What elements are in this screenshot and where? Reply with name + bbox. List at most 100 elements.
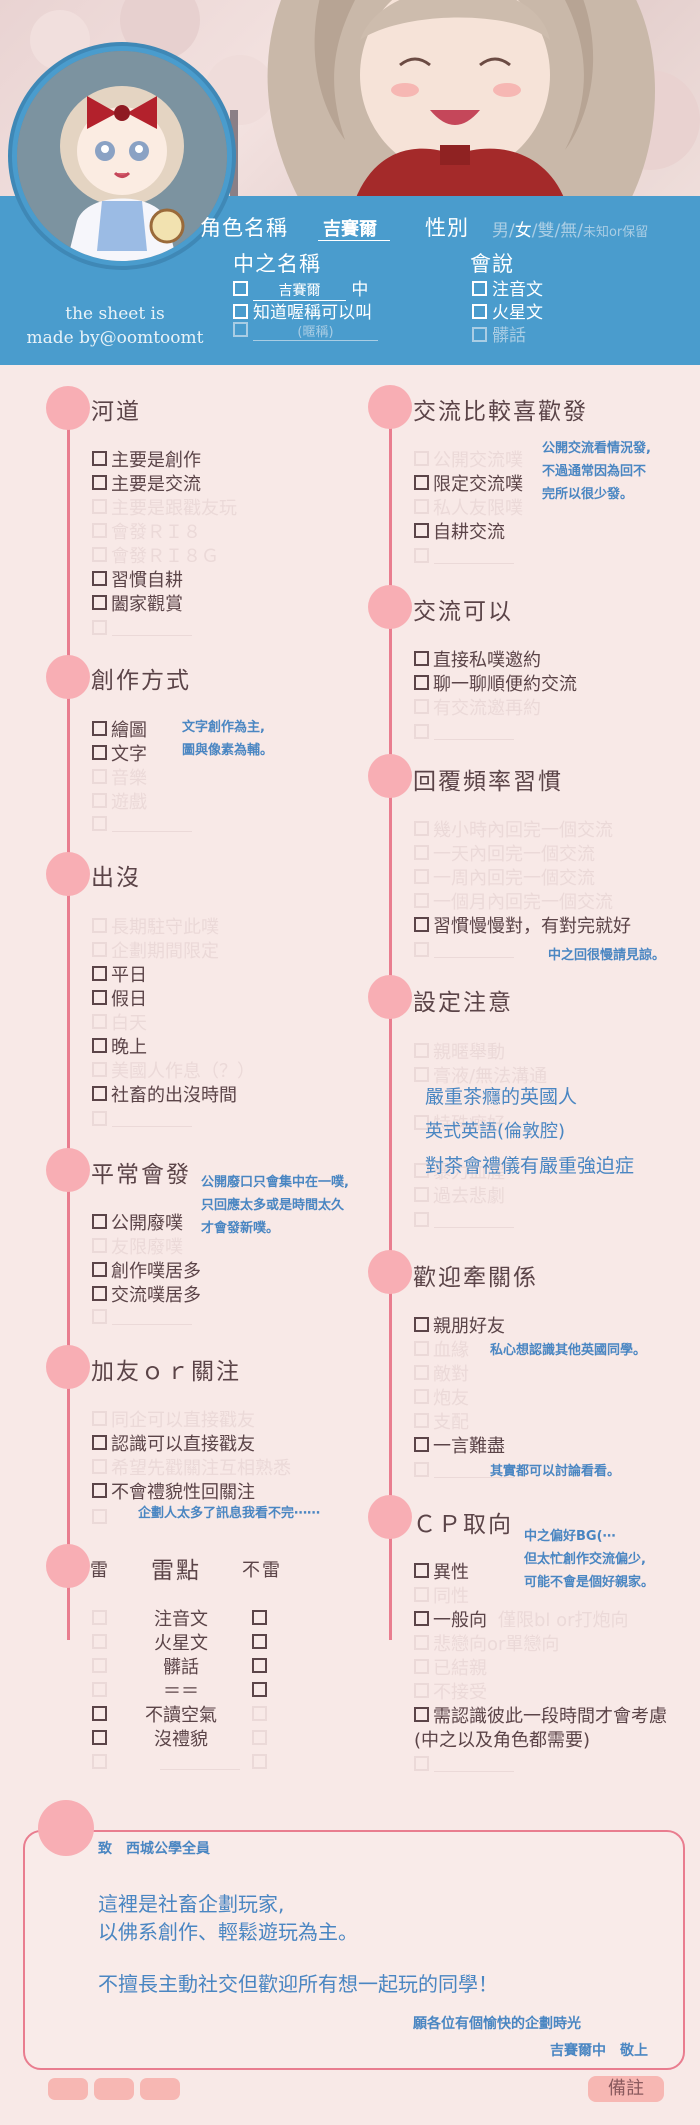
option-item[interactable]: 長期駐守此噗 — [92, 913, 219, 939]
option-item[interactable]: 幾小時內回完一個交流 — [414, 816, 613, 842]
option-item[interactable]: 晚上 — [92, 1033, 147, 1059]
mine-checkbox[interactable] — [92, 1682, 107, 1697]
footer-pill[interactable] — [48, 2078, 88, 2100]
not-mine-checkbox[interactable] — [252, 1634, 267, 1649]
option-item[interactable]: 限定交流噗 — [414, 470, 523, 496]
option-item[interactable]: 音樂 — [92, 764, 147, 790]
option-item[interactable]: 自耕交流 — [414, 518, 505, 544]
not-mine-checkbox[interactable] — [252, 1730, 267, 1745]
footer-pill[interactable] — [140, 2078, 180, 2100]
option-item[interactable]: 一言難盡 — [414, 1432, 505, 1458]
option-item[interactable]: 一個月內回完一個交流 — [414, 888, 613, 914]
option-item[interactable]: 會發ＲＩ８Ｇ — [92, 542, 219, 568]
nick-row-2[interactable]: 知道喔稱可以叫 — [233, 298, 372, 323]
nick-row-3[interactable]: (暱稱) — [233, 321, 378, 341]
option-item[interactable]: 主要是創作 — [92, 446, 201, 472]
option-item[interactable]: 支配 — [414, 1408, 469, 1434]
option-item[interactable]: 不接受 — [414, 1678, 487, 1704]
gender-both[interactable]: 雙 — [537, 221, 555, 241]
gender-female[interactable]: 女 — [514, 221, 532, 241]
gender-male[interactable]: 男 — [492, 221, 509, 241]
option-item[interactable]: 有交流邀再約 — [414, 694, 541, 720]
gender-unknown[interactable]: 未知or保留 — [582, 225, 649, 240]
option-item[interactable]: 公開交流噗 — [414, 446, 523, 472]
lang-row-2[interactable]: 火星文 — [472, 298, 543, 323]
option-item[interactable]: 暴力血腥 — [414, 1158, 505, 1184]
option-item[interactable]: 會發ＲＩ８ — [92, 518, 201, 544]
option-item[interactable]: 特殊癖好 — [414, 1110, 505, 1136]
option-item[interactable]: 同性 — [414, 1582, 469, 1608]
option-item[interactable]: 敵對 — [414, 1360, 469, 1386]
option-item[interactable]: 認識可以直接戳友 — [92, 1430, 255, 1456]
mine-checkbox[interactable] — [92, 1658, 107, 1673]
blank-checkbox[interactable] — [92, 816, 107, 831]
not-mine-checkbox[interactable] — [252, 1682, 267, 1697]
blank-checkbox[interactable] — [92, 620, 107, 635]
blank-checkbox[interactable] — [92, 1111, 107, 1126]
option-item[interactable]: 異性 — [414, 1558, 469, 1584]
option-item[interactable]: 炮友 — [414, 1384, 469, 1410]
option-item[interactable]: 過去悲劇 — [414, 1182, 505, 1208]
option-item[interactable]: 交流噗居多 — [92, 1281, 201, 1307]
lang-checkbox-1[interactable] — [472, 281, 487, 296]
footer-pill[interactable] — [94, 2078, 134, 2100]
not-mine-checkbox[interactable] — [252, 1754, 267, 1769]
mine-checkbox[interactable] — [92, 1730, 107, 1745]
option-item[interactable]: 聊一聊順便約交流 — [414, 670, 577, 696]
blank-checkbox[interactable] — [92, 1509, 107, 1524]
option-item[interactable]: 血緣 — [414, 1336, 469, 1362]
option-item[interactable]: 假日 — [92, 985, 147, 1011]
blank-checkbox[interactable] — [414, 724, 429, 739]
blank-checkbox[interactable] — [414, 942, 429, 957]
not-mine-checkbox[interactable] — [252, 1706, 267, 1721]
option-item[interactable]: 主要是跟戳友玩 — [92, 494, 237, 520]
mine-checkbox[interactable] — [92, 1754, 107, 1769]
option-item[interactable]: 膏液/無法溝通 — [414, 1062, 547, 1088]
option-item[interactable]: 習慣自耕 — [92, 566, 183, 592]
option-item[interactable]: 同企可以直接戳友 — [92, 1406, 255, 1432]
blank-checkbox[interactable] — [414, 1756, 429, 1771]
option-item[interactable]: 習慣慢慢對，有對完就好 — [414, 912, 631, 938]
blank-checkbox[interactable] — [414, 548, 429, 563]
option-item[interactable]: 白天 — [92, 1009, 147, 1035]
option-item[interactable]: 遊戲 — [92, 788, 147, 814]
option-item[interactable]: 平日 — [92, 961, 147, 987]
option-item[interactable]: 美國人作息（？） — [92, 1057, 255, 1083]
option-item[interactable]: 一般向 — [414, 1606, 487, 1632]
lang-checkbox-3[interactable] — [472, 327, 487, 342]
option-item[interactable]: 不會禮貌性回關注 — [92, 1478, 255, 1504]
option-item[interactable]: 創作噗居多 — [92, 1257, 201, 1283]
option-item[interactable]: 希望先戳關注互相熟悉 — [92, 1454, 291, 1480]
lang-checkbox-2[interactable] — [472, 304, 487, 319]
option-item[interactable]: 直接私噗邀約 — [414, 646, 541, 672]
not-mine-checkbox[interactable] — [252, 1610, 267, 1625]
remark-button[interactable]: 備註 — [588, 2076, 664, 2102]
not-mine-checkbox[interactable] — [252, 1658, 267, 1673]
blank-checkbox[interactable] — [92, 1309, 107, 1324]
option-item[interactable]: 社畜的出沒時間 — [92, 1081, 237, 1107]
option-item[interactable]: 文字 — [92, 740, 147, 766]
nick-checkbox-2[interactable] — [233, 304, 248, 319]
option-item[interactable]: 私人友限噗 — [414, 494, 523, 520]
option-item[interactable]: 親暱舉動 — [414, 1038, 505, 1064]
option-item[interactable]: 公開廢噗 — [92, 1209, 183, 1235]
mine-checkbox[interactable] — [92, 1634, 107, 1649]
mine-checkbox[interactable] — [92, 1706, 107, 1721]
option-item[interactable]: 親朋好友 — [414, 1312, 505, 1338]
option-item[interactable]: 企劃期間限定 — [92, 937, 219, 963]
lang-row-3[interactable]: 髒話 — [472, 321, 526, 346]
gender-none[interactable]: 無 — [560, 221, 578, 241]
option-item[interactable]: 悲戀向or單戀向 — [414, 1630, 559, 1656]
option-item[interactable]: 需認識彼此一段時間才會考慮 — [414, 1702, 667, 1728]
option-item[interactable]: 一天內回完一個交流 — [414, 840, 595, 866]
option-item[interactable]: 已結親 — [414, 1654, 487, 1680]
option-item[interactable]: 繪圖 — [92, 716, 147, 742]
option-item[interactable]: 一周內回完一個交流 — [414, 864, 595, 890]
option-item[interactable]: 闔家觀賞 — [92, 590, 183, 616]
nick-checkbox-1[interactable] — [233, 281, 248, 296]
blank-checkbox[interactable] — [414, 1462, 429, 1477]
blank-checkbox[interactable] — [414, 1212, 429, 1227]
option-item[interactable]: 友限廢噗 — [92, 1233, 183, 1259]
lang-row-1[interactable]: 注音文 — [472, 275, 543, 300]
option-item[interactable]: 主要是交流 — [92, 470, 201, 496]
